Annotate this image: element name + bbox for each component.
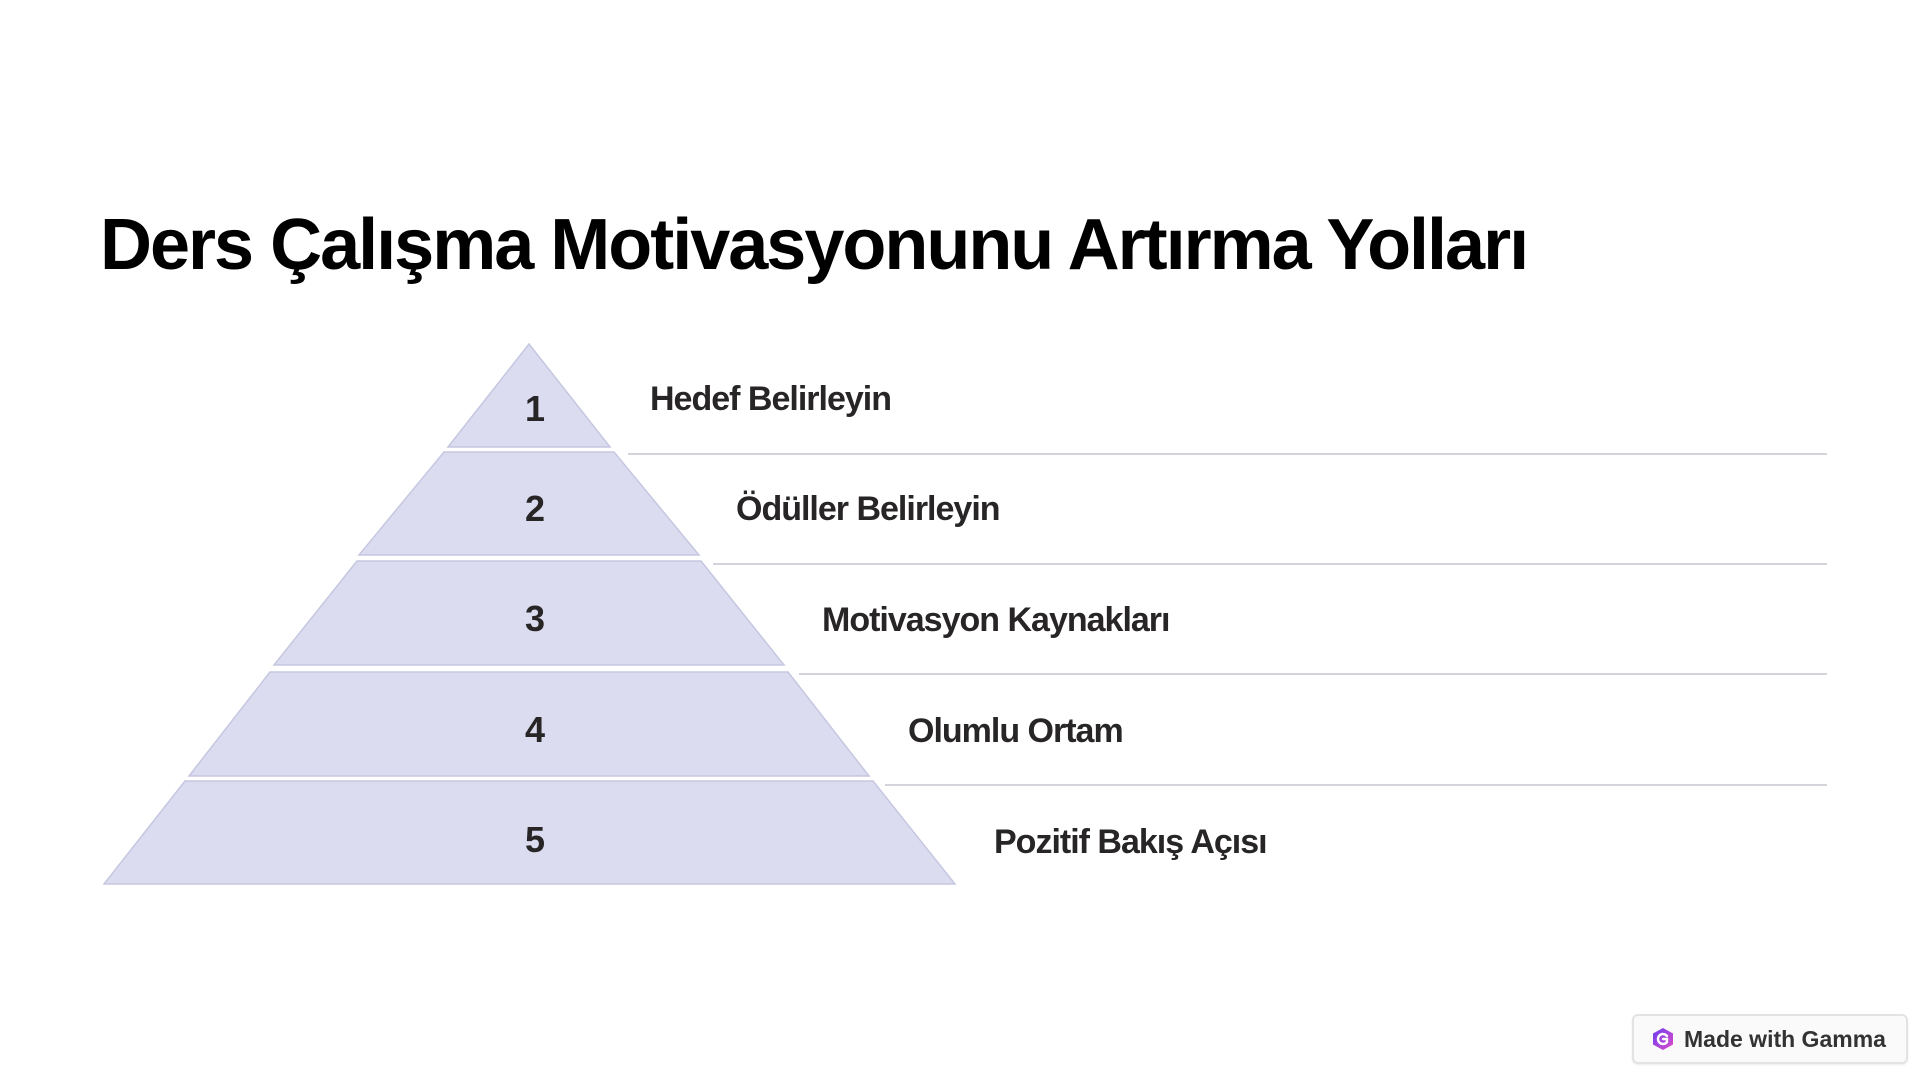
pyramid-tier-3-shape xyxy=(272,560,786,666)
pyramid-tier-4-shape xyxy=(187,671,871,777)
tier-label-1: Hedef Belirleyin xyxy=(650,380,892,418)
tier-label-5: Pozitif Bakış Açısı xyxy=(994,823,1268,861)
pyramid-tier-1-shape xyxy=(446,342,612,448)
tier-label-4: Olumlu Ortam xyxy=(908,712,1124,750)
tier-number-3: 3 xyxy=(524,598,546,639)
tier-number-4: 4 xyxy=(524,709,546,750)
tier-divider-4 xyxy=(885,784,1827,786)
pyramid-tier-2-shape xyxy=(357,451,701,556)
tier-number-1: 1 xyxy=(524,388,546,429)
tier-label-2: Ödüller Belirleyin xyxy=(736,490,1001,528)
made-with-gamma-badge[interactable]: Made with Gamma xyxy=(1632,1014,1908,1064)
badge-label: Made with Gamma xyxy=(1684,1025,1886,1052)
page-title: Ders Çalışma Motivasyonunu Artırma Yolla… xyxy=(100,205,1529,285)
tier-number-5: 5 xyxy=(524,819,546,860)
tier-divider-3 xyxy=(799,673,1827,675)
tier-number-2: 2 xyxy=(524,488,546,529)
pyramid-tier-5-shape xyxy=(102,780,957,885)
tier-divider-2 xyxy=(713,563,1827,565)
gamma-logo-icon xyxy=(1652,1027,1674,1051)
tier-label-3: Motivasyon Kaynakları xyxy=(822,601,1170,639)
tier-divider-1 xyxy=(628,453,1827,455)
